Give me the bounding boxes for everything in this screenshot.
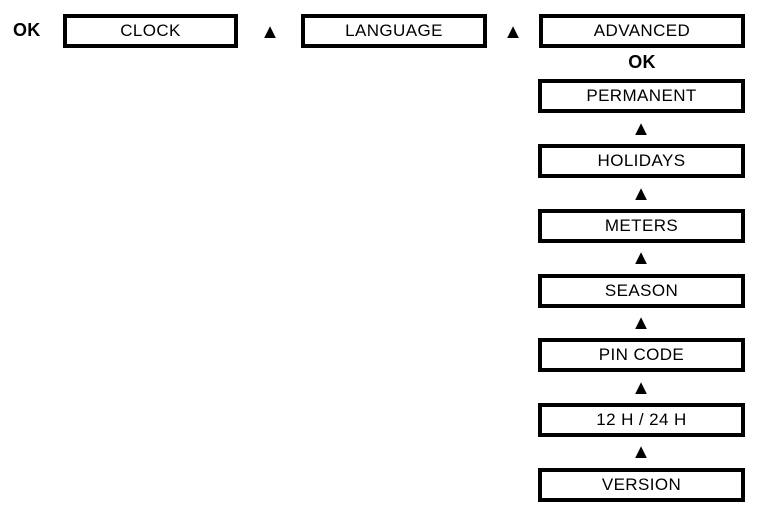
menu-box-advanced-label: ADVANCED <box>593 21 691 40</box>
menu-box-holidays: HOLIDAYS <box>538 144 745 178</box>
menu-box-meters: METERS <box>538 209 745 243</box>
menu-box-advanced: ADVANCED <box>539 14 745 48</box>
up-arrow-icon: ▲ <box>631 118 651 140</box>
up-arrow-icon: ▲ <box>260 21 280 43</box>
menu-box-language-label: LANGUAGE <box>345 21 443 40</box>
up-arrow-icon: ▲ <box>631 441 651 463</box>
menu-box-12h-24h: 12 H / 24 H <box>538 403 745 437</box>
up-arrow-icon: ▲ <box>631 377 651 399</box>
menu-box-permanent: PERMANENT <box>538 79 745 113</box>
menu-box-clock: CLOCK <box>63 14 238 48</box>
ok-button-label: OK <box>628 52 656 72</box>
menu-box-meters-label: METERS <box>604 216 679 235</box>
menu-box-version: VERSION <box>538 468 745 502</box>
menu-box-season-label: SEASON <box>604 281 679 300</box>
up-arrow-icon: ▲ <box>631 247 651 269</box>
menu-box-pin-code: PIN CODE <box>538 338 745 372</box>
menu-box-language: LANGUAGE <box>301 14 487 48</box>
ok-button-label: OK <box>13 20 41 40</box>
menu-box-season: SEASON <box>538 274 745 308</box>
menu-box-version-label: VERSION <box>601 475 682 494</box>
menu-box-holidays-label: HOLIDAYS <box>597 151 686 170</box>
menu-box-12h-24h-label: 12 H / 24 H <box>596 410 687 429</box>
up-arrow-icon: ▲ <box>631 183 651 205</box>
menu-box-permanent-label: PERMANENT <box>586 86 697 105</box>
up-arrow-icon: ▲ <box>631 312 651 334</box>
menu-box-clock-label: CLOCK <box>120 21 181 40</box>
up-arrow-icon: ▲ <box>503 21 523 43</box>
menu-box-pin-code-label: PIN CODE <box>598 345 685 364</box>
